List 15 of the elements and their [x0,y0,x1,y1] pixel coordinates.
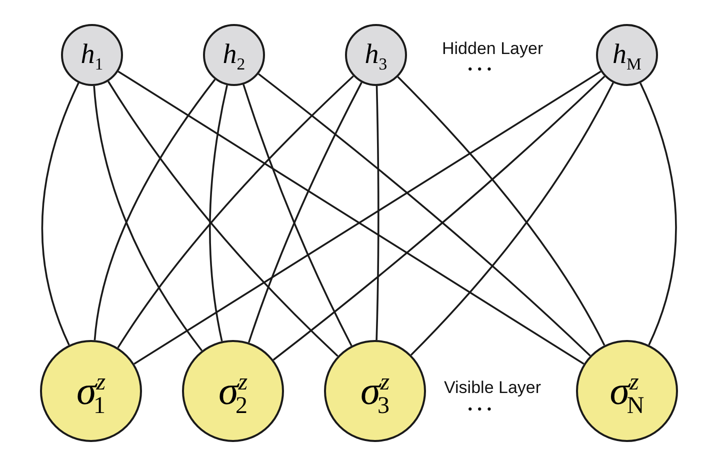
connection-line [41,82,80,346]
unit-label: h$_{1}$ [80,41,104,69]
connection-line [94,78,216,340]
unit-label: h$_{2}$ [222,41,246,69]
connection-line [376,86,380,340]
layer-label: Visible Layer [444,378,542,398]
connection-line [209,85,228,342]
unit-label: h$_{M}$ [612,41,642,69]
layer-label: Hidden Layer [442,39,544,59]
ellipsis-dots: • • • [468,62,492,76]
connection-line [93,86,203,352]
unit-label: h$_{3}$ [364,41,388,69]
hidden-unit-circle [345,24,407,86]
connection-line [640,82,677,346]
ellipsis-dots: • • • [468,402,492,416]
